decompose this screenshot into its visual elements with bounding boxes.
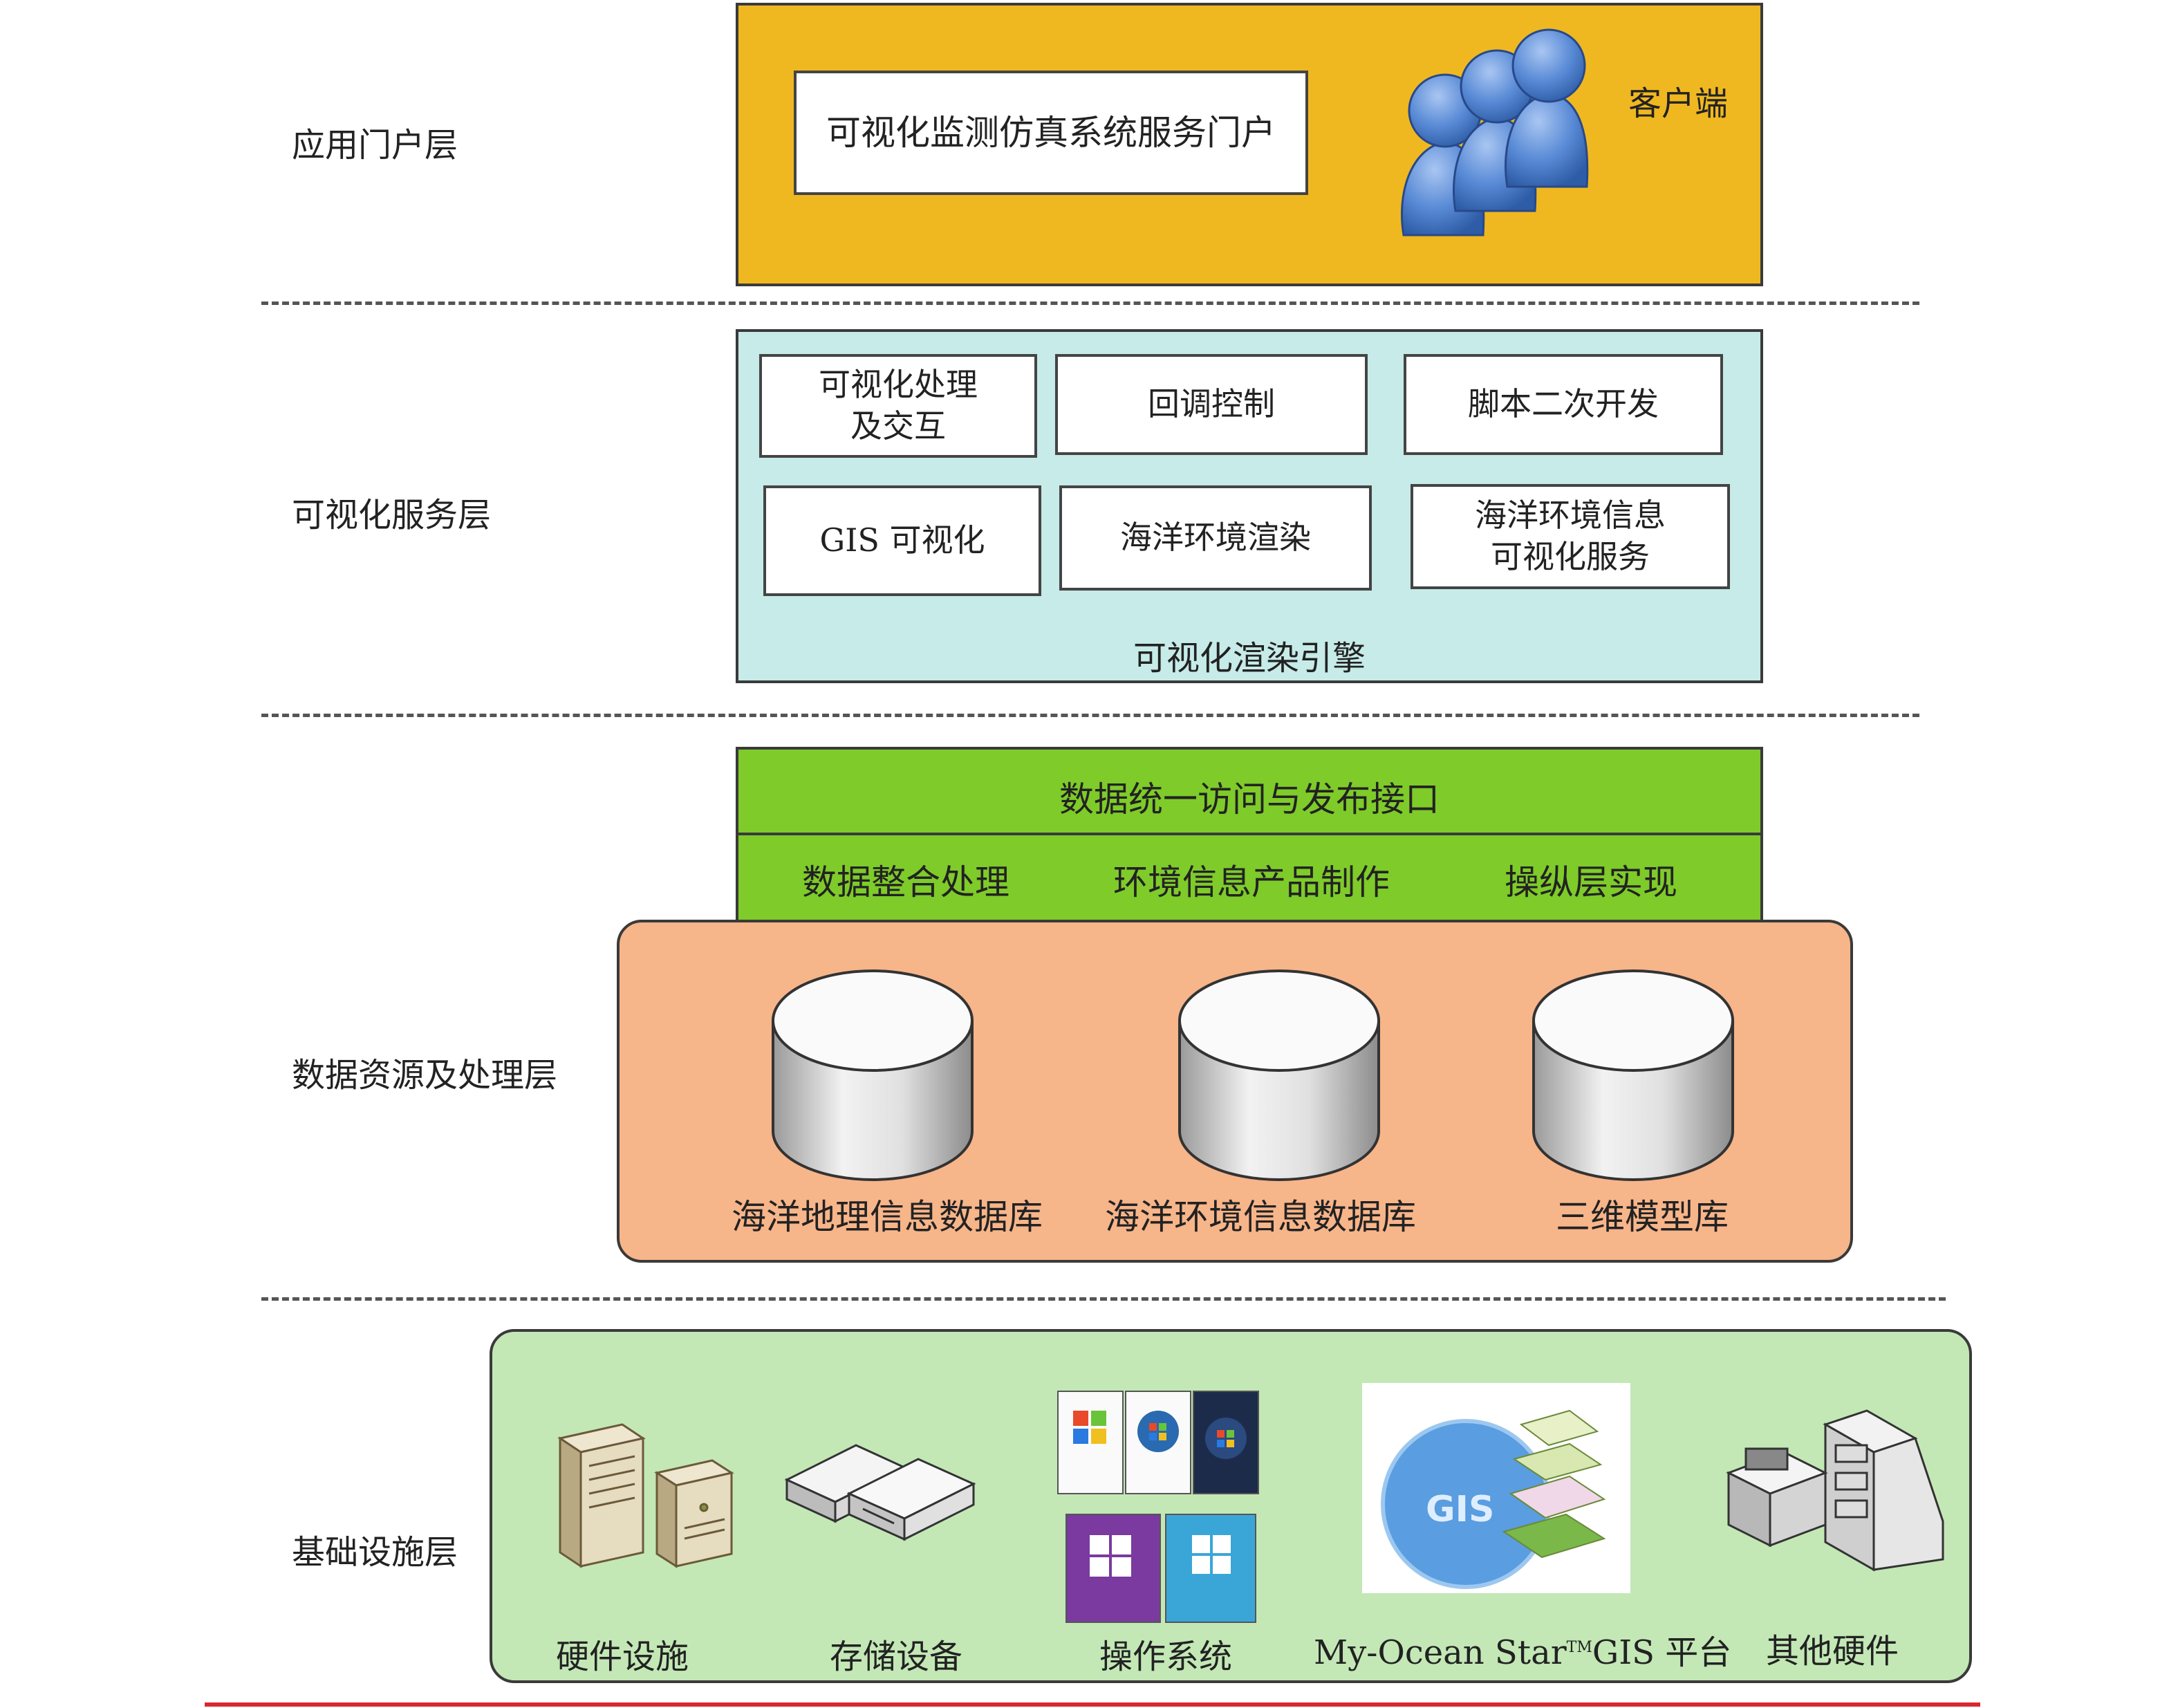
layer-label-service: 可视化服务层 (292, 496, 492, 535)
gis-logo-text: GIS (1426, 1489, 1494, 1530)
separator-1 (261, 301, 1919, 305)
infra-label-storage: 存储设备 (830, 1637, 963, 1676)
portal-box: 可视化监测仿真系统服务门户 (794, 71, 1308, 195)
client-label: 客户端 (1628, 84, 1729, 123)
server-icon (557, 1423, 734, 1568)
engine-label: 可视化渲染引擎 (1133, 639, 1366, 678)
interface-divider (736, 833, 1763, 835)
database-icon-geo (772, 969, 974, 1181)
layer-label-portal: 应用门户层 (292, 126, 458, 165)
gis-platform-suffix: GIS 平台 (1592, 1633, 1732, 1672)
layer-label-data: 数据资源及处理层 (292, 1056, 558, 1095)
interface-item-product: 环境信息产品制作 (1113, 862, 1390, 902)
other-hardware-icon (1726, 1409, 1944, 1572)
bottom-rule (205, 1702, 1980, 1707)
client-users-icon (1401, 28, 1589, 236)
gis-platform-icon: GIS (1362, 1383, 1630, 1593)
infra-label-hardware: 硬件设施 (556, 1637, 689, 1676)
service-box-gis: GIS 可视化 (763, 485, 1041, 596)
infra-label-os: 操作系统 (1099, 1637, 1233, 1676)
interface-item-integration: 数据整合处理 (802, 862, 1009, 902)
gis-platform-name: My-Ocean Star (1314, 1633, 1567, 1672)
database-icon-env (1178, 969, 1380, 1181)
separator-3 (261, 1297, 1946, 1301)
database-label-env: 海洋环境信息数据库 (1105, 1197, 1416, 1237)
interface-panel (736, 747, 1763, 925)
database-icon-3d (1532, 969, 1734, 1181)
infra-panel (490, 1329, 1972, 1683)
interface-top-label: 数据统一访问与发布接口 (1059, 779, 1440, 819)
service-box-script: 脚本二次开发 (1404, 354, 1723, 455)
infra-label-gis-platform: My-Ocean StarTMGIS 平台 (1314, 1625, 1731, 1673)
os-logos-icon (1057, 1391, 1259, 1623)
database-label-geo: 海洋地理信息数据库 (732, 1197, 1043, 1237)
infra-label-other: 其他硬件 (1766, 1632, 1899, 1671)
layer-label-infra: 基础设施层 (292, 1533, 458, 1572)
service-box-ocean-render: 海洋环境渲染 (1059, 485, 1372, 591)
service-box-callback: 回调控制 (1055, 354, 1368, 455)
service-box-interaction: 可视化处理 及交互 (759, 354, 1037, 458)
service-box-ocean-info: 海洋环境信息 可视化服务 (1411, 484, 1730, 589)
trademark-mark: TM (1566, 1639, 1592, 1656)
separator-2 (261, 714, 1919, 717)
interface-item-control: 操纵层实现 (1505, 862, 1677, 902)
storage-icon (784, 1444, 976, 1541)
database-label-3d: 三维模型库 (1556, 1197, 1729, 1237)
